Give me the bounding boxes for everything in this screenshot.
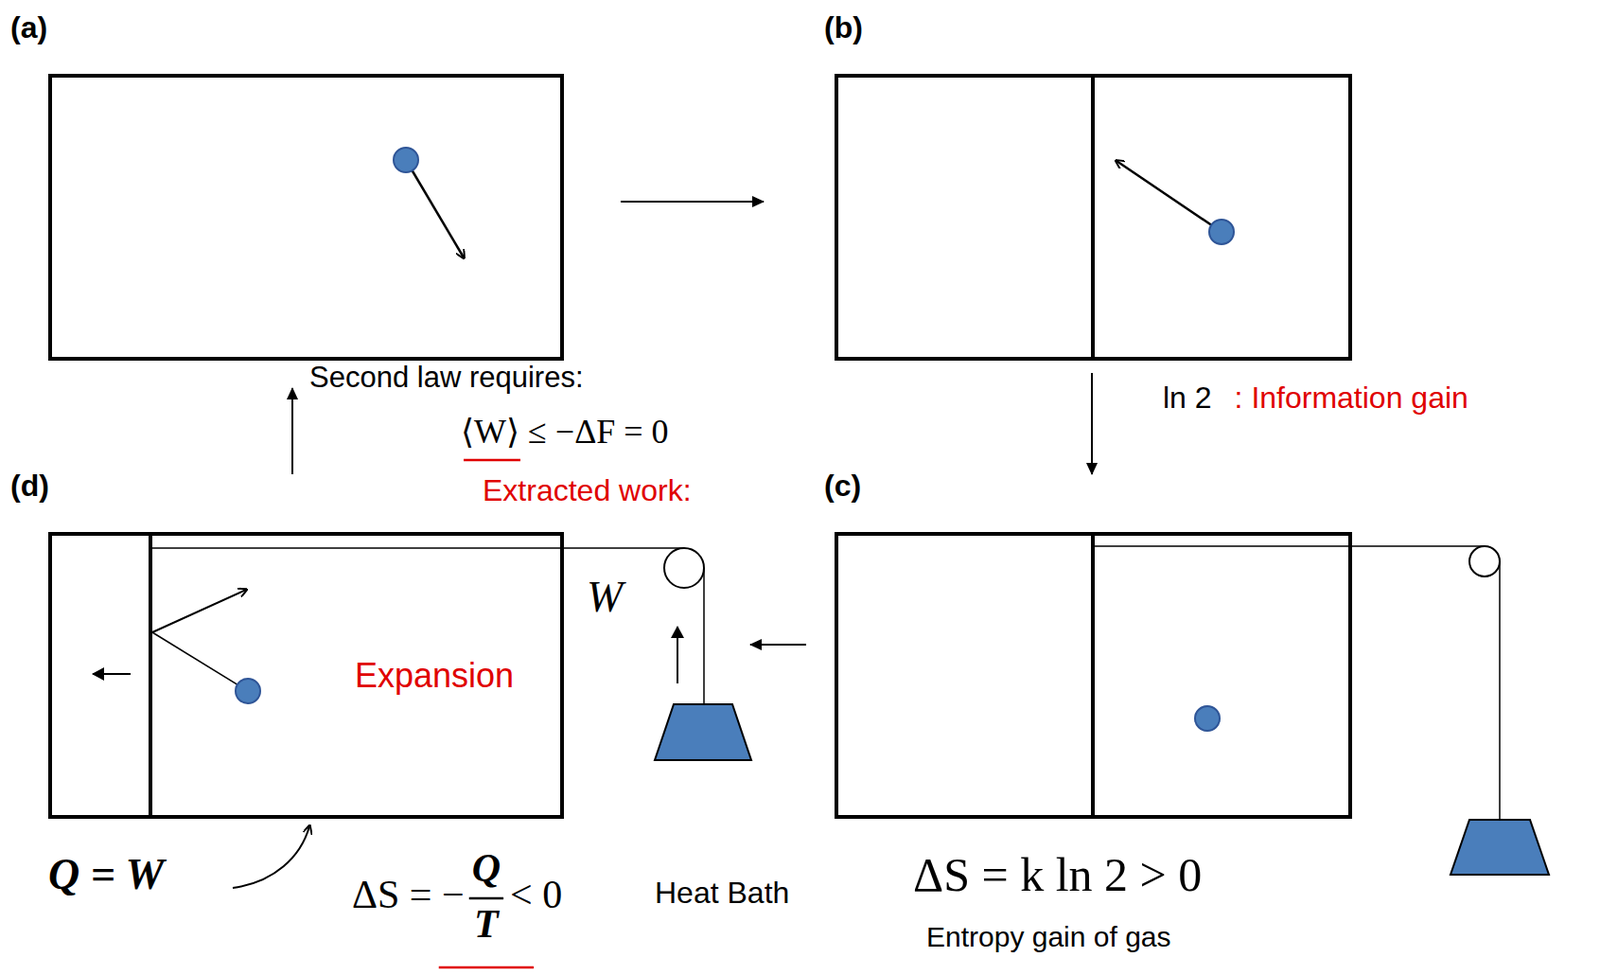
velocity-arrow (405, 159, 464, 258)
string (150, 547, 704, 704)
string (1092, 545, 1500, 820)
piston-arrow (92, 672, 131, 675)
quantity: ln 2 (1162, 380, 1213, 416)
heat-flow-arrow (232, 826, 310, 888)
particle (1209, 219, 1234, 245)
flow-arrow (291, 387, 294, 475)
flow-arrow (1090, 372, 1093, 475)
flow-arrow (750, 643, 807, 646)
panel-label: (d) (10, 469, 50, 503)
note: Heat Bath (654, 875, 790, 911)
note: Expansion (354, 655, 514, 695)
inequality: ⟨W⟩ ≤ −ΔF = 0 (460, 412, 669, 452)
velocity-arrow (1116, 160, 1222, 232)
partition (1090, 531, 1095, 819)
emphasis-underline (463, 458, 521, 462)
equation: ΔS = − (351, 871, 465, 917)
partition (1090, 73, 1095, 361)
flow-arrow (620, 200, 764, 203)
note: Second law requires: (309, 360, 584, 395)
equation: ΔS = k ln 2 > 0 (913, 847, 1202, 903)
numerator: Q (472, 844, 501, 891)
weight (654, 703, 752, 760)
panel-box: (c) (834, 531, 1353, 819)
particle-path (152, 632, 248, 691)
pulley (1469, 545, 1500, 577)
panel-box: (a) (48, 73, 564, 361)
note: Entropy gain of gas (926, 920, 1172, 954)
particle (1195, 705, 1220, 731)
panel-label: (a) (10, 11, 48, 45)
particle (393, 147, 419, 173)
equation: Q = W (48, 849, 165, 900)
denominator: T (474, 900, 499, 947)
pulley (664, 547, 704, 588)
weight (1450, 819, 1549, 875)
emphasis-underline (439, 966, 534, 969)
note: Extracted work: (482, 473, 692, 509)
particle (235, 678, 261, 704)
equation: < 0 (509, 871, 563, 917)
panel-box: (b) (834, 73, 1353, 361)
lift-arrow (676, 626, 679, 684)
note: : Information gain (1234, 380, 1469, 416)
piston (148, 531, 153, 819)
velocity-arrow (152, 589, 247, 633)
panel-label: (c) (824, 469, 862, 503)
work-symbol: W (586, 572, 623, 623)
fraction-bar (469, 896, 504, 900)
panel-label: (b) (824, 11, 863, 45)
